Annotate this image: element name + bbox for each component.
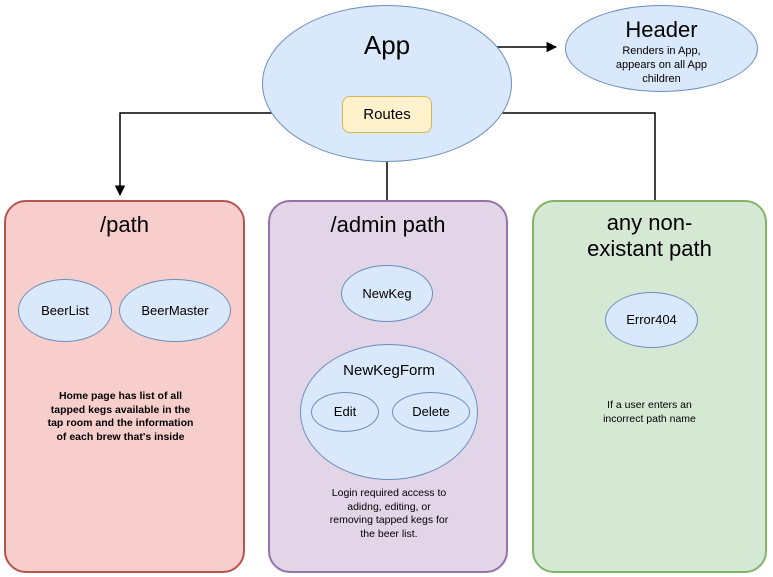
newkeg-label: NewKeg xyxy=(362,285,412,301)
beermaster-node[interactable]: BeerMaster xyxy=(119,279,231,342)
header-description: Renders in App, appears on all App child… xyxy=(615,45,708,85)
error-group-description: If a user enters an incorrect path name xyxy=(603,399,696,425)
beermaster-label: BeerMaster xyxy=(141,302,209,318)
header-node[interactable]: Header Renders in App, appears on all Ap… xyxy=(565,5,758,92)
path-group-box[interactable]: /path xyxy=(4,200,245,573)
edit-label: Edit xyxy=(333,404,357,419)
routes-node[interactable]: Routes xyxy=(342,96,432,133)
header-label: Header xyxy=(625,17,698,42)
edit-node[interactable]: Edit xyxy=(311,392,379,432)
path-group-description: Home page has list of all tapped kegs av… xyxy=(47,390,194,443)
app-label: App xyxy=(363,30,411,60)
delete-label: Delete xyxy=(412,404,450,419)
beerlist-label: BeerList xyxy=(41,302,89,318)
routes-label: Routes xyxy=(363,105,411,123)
admin-group-description: Login required access to adidng, editing… xyxy=(329,487,449,540)
newkeg-node[interactable]: NewKeg xyxy=(341,265,433,322)
admin-group-label: /admin path xyxy=(330,212,446,237)
newkegform-label: NewKegForm xyxy=(343,362,435,379)
path-group-label: /path xyxy=(100,212,149,237)
app-node[interactable]: App xyxy=(262,5,512,162)
error-group-box[interactable]: any non- existant path xyxy=(532,200,767,573)
error404-node[interactable]: Error404 xyxy=(605,292,698,348)
delete-node[interactable]: Delete xyxy=(392,392,470,432)
error404-label: Error404 xyxy=(626,312,677,327)
beerlist-node[interactable]: BeerList xyxy=(18,279,112,342)
error-group-label: any non- existant path xyxy=(587,210,712,261)
